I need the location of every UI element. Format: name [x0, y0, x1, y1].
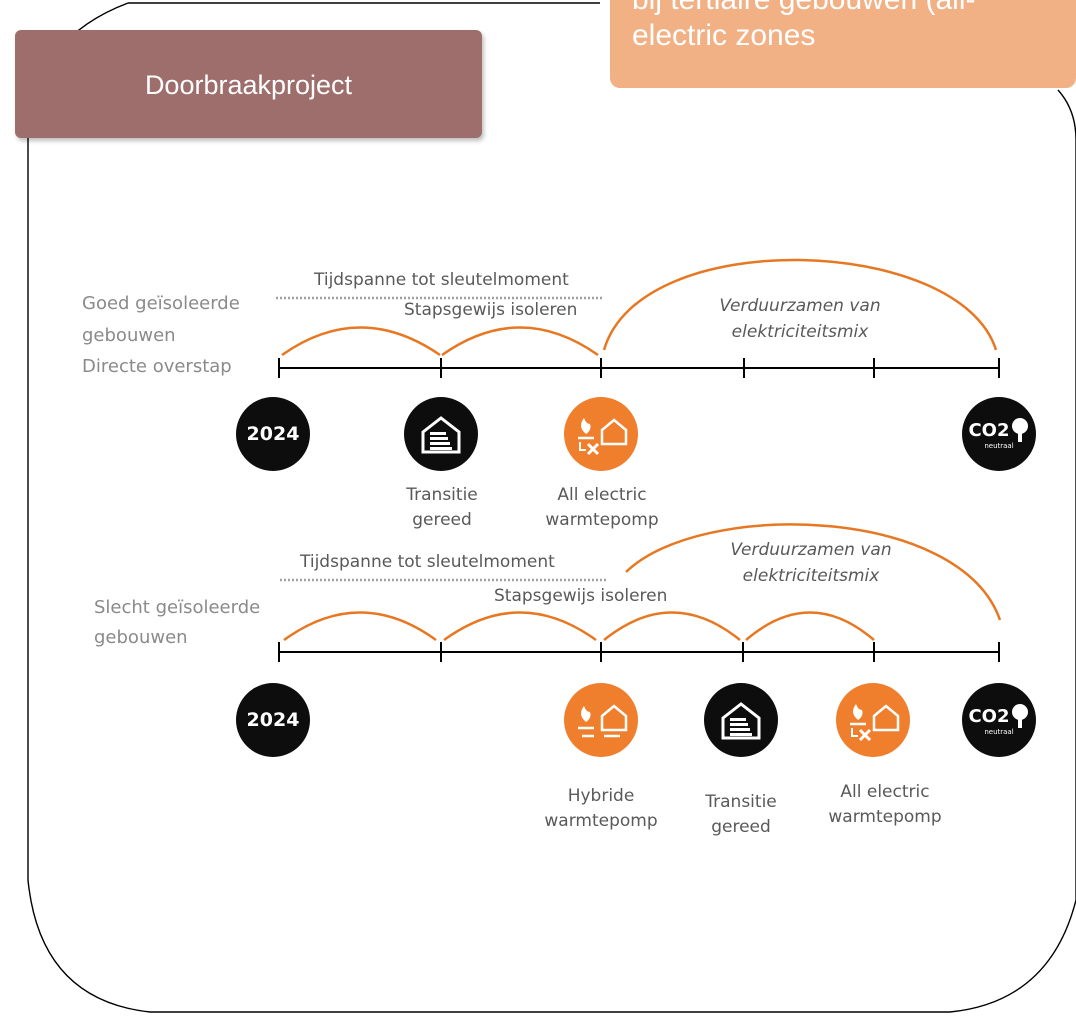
tree-glyph	[1011, 704, 1028, 728]
heatpump-glyph	[578, 418, 628, 456]
insulated-house-icon	[404, 397, 478, 471]
milestone-label-bottom-2b: gereed	[711, 817, 771, 837]
all-electric-heatpump-icon	[836, 683, 910, 757]
row-label-bottom-2: gebouwen	[94, 627, 188, 648]
header-title: Doorbraakproject	[144, 70, 353, 100]
milestone-label-bottom-1b: warmtepomp	[544, 811, 658, 831]
milestone-label-top-1b: gereed	[412, 510, 472, 530]
timeline-top	[276, 258, 1000, 378]
timeline-bottom	[278, 523, 1002, 662]
house-glyph	[421, 416, 461, 454]
green-label-bottom-1: Verduurzamen van	[730, 540, 892, 560]
axis-ticks	[278, 642, 1000, 662]
axis-ticks	[278, 358, 1000, 378]
co2-subtext: neutraal	[984, 442, 1014, 450]
arc-green	[602, 258, 998, 351]
orange-note-box: bij tertiaire gebouwen (all-electric zon…	[610, 0, 1076, 88]
co2-text: CO2	[968, 419, 1010, 441]
insulated-house-icon	[704, 683, 778, 757]
milestone-label-top-2b: warmtepomp	[545, 510, 659, 530]
heatpump-glyph	[850, 704, 900, 742]
row-label-bottom-1: Slecht geïsoleerde	[94, 597, 261, 618]
arc-step-4	[745, 611, 875, 641]
tree-glyph	[1011, 418, 1028, 442]
milestone-label-top-2a: All electric	[557, 485, 647, 505]
row-label-top-2: gebouwen	[82, 325, 176, 346]
orange-note-text: bij tertiaire gebouwen (all-electric zon…	[632, 0, 976, 52]
co2-neutral-icon: CO2 neutraal	[962, 397, 1036, 471]
step-label-bottom: Stapsgewijs isoleren	[494, 586, 668, 606]
year-text: 2024	[246, 709, 300, 731]
arc-step-3	[603, 611, 741, 641]
arc-green	[625, 523, 1002, 621]
row-label-top-1: Goed geïsoleerde	[82, 293, 240, 314]
co2-text: CO2	[968, 705, 1010, 727]
year-text: 2024	[246, 423, 300, 445]
row-label-top-3: Directe overstap	[82, 356, 232, 377]
header-box: Doorbraakproject	[15, 30, 482, 138]
green-label-top-2: elektriciteitsmix	[731, 322, 869, 342]
green-label-bottom-2: elektriciteitsmix	[742, 566, 880, 586]
co2-neutral-icon: CO2 neutraal	[962, 683, 1036, 757]
green-label-top-1: Verduurzamen van	[719, 296, 881, 316]
hybrid-glyph	[578, 704, 628, 738]
house-glyph	[721, 702, 761, 740]
year-badge-icon: 2024	[236, 397, 310, 471]
co2-subtext: neutraal	[984, 728, 1014, 736]
arc-step-1	[283, 611, 437, 642]
arc-step-2	[441, 326, 599, 357]
span-label-top: Tijdspanne tot sleutelmoment	[314, 270, 569, 290]
milestone-label-bottom-2a: Transitie	[705, 792, 777, 812]
step-label-top: Stapsgewijs isoleren	[404, 300, 578, 320]
all-electric-heatpump-icon	[564, 397, 638, 471]
year-badge-icon: 2024	[236, 683, 310, 757]
milestone-label-bottom-3a: All electric	[840, 782, 930, 802]
milestone-label-bottom-3b: warmtepomp	[828, 807, 942, 827]
span-label-bottom: Tijdspanne tot sleutelmoment	[300, 552, 555, 572]
arc-step-2	[443, 611, 597, 642]
milestone-label-top-1a: Transitie	[406, 485, 478, 505]
hybrid-heatpump-icon	[564, 683, 638, 757]
arc-step-1	[281, 326, 441, 357]
milestone-label-bottom-1a: Hybride	[567, 786, 635, 806]
